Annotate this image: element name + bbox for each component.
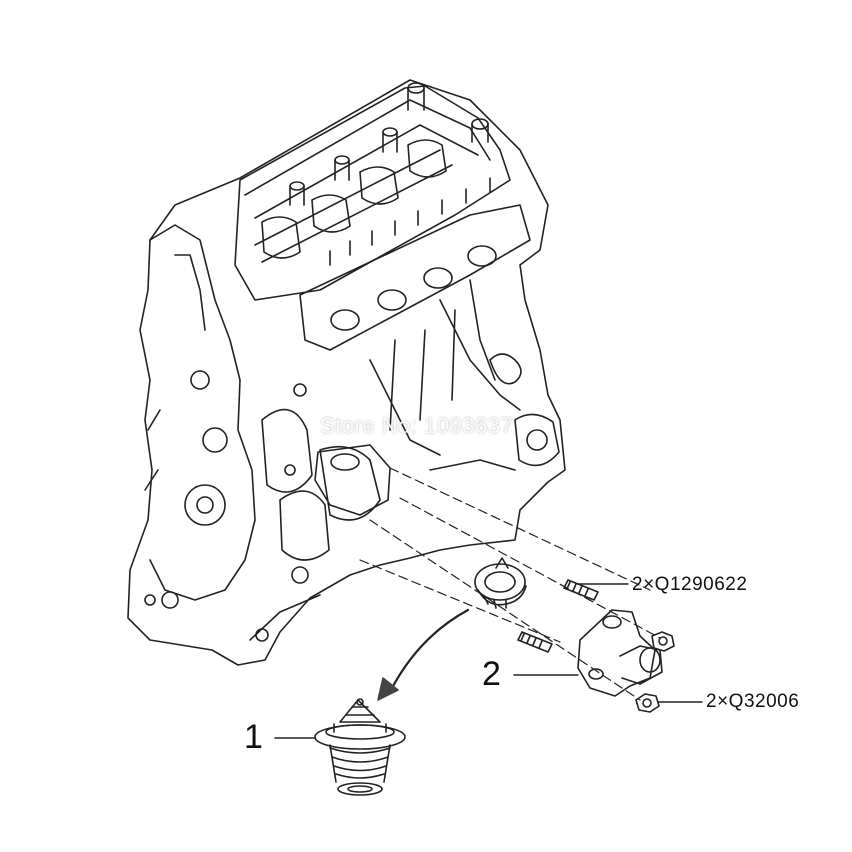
leader-lines bbox=[274, 583, 703, 739]
thermostat-exploded bbox=[474, 557, 527, 609]
nut-part-number: 2×Q32006 bbox=[706, 691, 800, 712]
stud-bolts bbox=[517, 579, 599, 653]
thermostat-detail bbox=[314, 698, 406, 796]
water-inlet-housing bbox=[577, 609, 663, 697]
engine-block bbox=[127, 79, 566, 666]
store-watermark: Store No: 1093637 bbox=[320, 413, 514, 438]
item-2-label: 2 bbox=[482, 655, 501, 693]
detail-arrow bbox=[377, 608, 470, 701]
flange-nuts bbox=[635, 631, 675, 713]
assembly-center-lines bbox=[359, 467, 661, 701]
item-1-label: 1 bbox=[244, 718, 263, 756]
stud-part-number: 2×Q1290622 bbox=[632, 574, 748, 595]
